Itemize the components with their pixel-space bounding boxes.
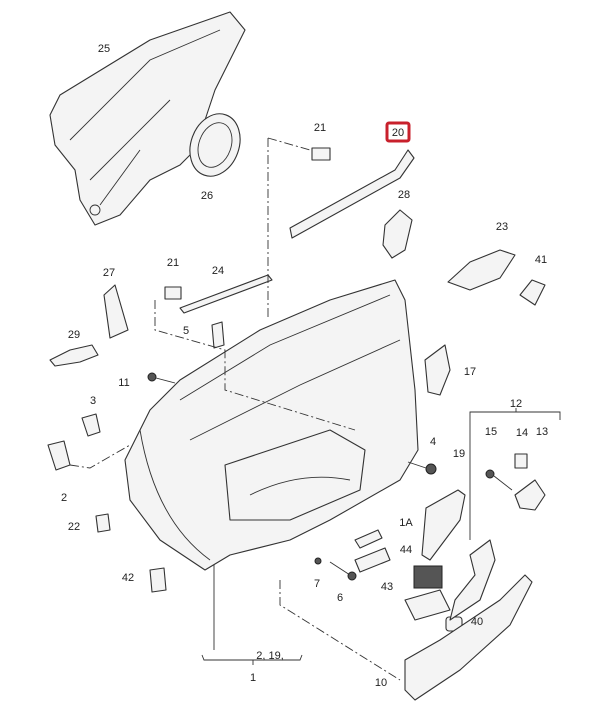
label-13: 13: [536, 426, 548, 438]
part-2-clip[interactable]: [47, 440, 71, 471]
label-44: 44: [400, 544, 412, 556]
part-24-strip[interactable]: [179, 274, 273, 314]
part-6-screw[interactable]: [329, 561, 357, 581]
label-40: 40: [471, 616, 483, 628]
part-44-switch[interactable]: [354, 547, 391, 573]
part-22-clip[interactable]: [95, 513, 111, 533]
label-25: 25: [98, 43, 110, 55]
label-2-19: 2, 19,: [256, 650, 284, 662]
label-28: 28: [398, 189, 410, 201]
label-17: 17: [464, 366, 476, 378]
label-27: 27: [103, 267, 115, 279]
label-10: 10: [375, 677, 387, 689]
part-3-clip[interactable]: [81, 413, 101, 437]
part-17-cover[interactable]: [424, 344, 451, 396]
part-26-speaker-ring[interactable]: [182, 107, 249, 184]
label-3: 3: [90, 395, 96, 407]
label-41: 41: [535, 254, 547, 266]
label-15: 15: [485, 426, 497, 438]
label-21: 21: [314, 122, 326, 134]
part-1A-switch[interactable]: [354, 529, 383, 549]
label-21-lower: 21: [167, 257, 179, 269]
part-4-screw[interactable]: [407, 461, 437, 475]
label-12: 12: [510, 398, 522, 410]
part-21-clip[interactable]: [311, 147, 331, 161]
part-20-trim-strip[interactable]: [289, 149, 415, 239]
part-12-handle-bracket[interactable]: [449, 539, 496, 621]
label-43: 43: [381, 581, 393, 593]
label-11: 11: [118, 377, 129, 389]
part-1-door-trim-panel[interactable]: [124, 279, 419, 571]
part-25-door-frame[interactable]: [49, 11, 246, 226]
label-22: 22: [68, 521, 80, 533]
part-27-bracket[interactable]: [103, 284, 129, 339]
part-11-screw[interactable]: [147, 372, 176, 384]
label-24: 24: [212, 265, 224, 277]
label-20: 20: [392, 127, 404, 139]
part-21-clip-lower[interactable]: [164, 286, 182, 300]
label-2: 2: [61, 492, 67, 504]
part-19-trim[interactable]: [421, 489, 466, 561]
label-1: 1: [250, 672, 256, 684]
label-26: 26: [201, 190, 213, 202]
part-28-bracket[interactable]: [382, 209, 413, 259]
part-14-clip[interactable]: [514, 453, 528, 469]
part-13-bracket[interactable]: [514, 479, 546, 511]
label-29: 29: [68, 329, 80, 341]
label-1A: 1A: [399, 517, 413, 529]
part-5-clip[interactable]: [211, 321, 225, 349]
label-6: 6: [337, 592, 343, 604]
part-41-cover[interactable]: [519, 279, 546, 306]
part-10-armrest[interactable]: [404, 574, 533, 701]
part-23-handle[interactable]: [447, 249, 516, 291]
label-14: 14: [516, 427, 528, 439]
part-43-switch[interactable]: [404, 565, 451, 621]
label-23: 23: [496, 221, 508, 233]
label-7: 7: [314, 578, 320, 590]
label-5: 5: [183, 325, 189, 337]
part-42-cap[interactable]: [149, 567, 167, 593]
part-29-clip[interactable]: [49, 344, 99, 367]
label-19: 19: [453, 448, 465, 460]
label-4: 4: [430, 436, 436, 448]
highlight-box-20: [385, 121, 411, 143]
part-7-screw[interactable]: [314, 557, 322, 565]
label-42: 42: [122, 572, 134, 584]
part-15-screw[interactable]: [485, 469, 513, 491]
